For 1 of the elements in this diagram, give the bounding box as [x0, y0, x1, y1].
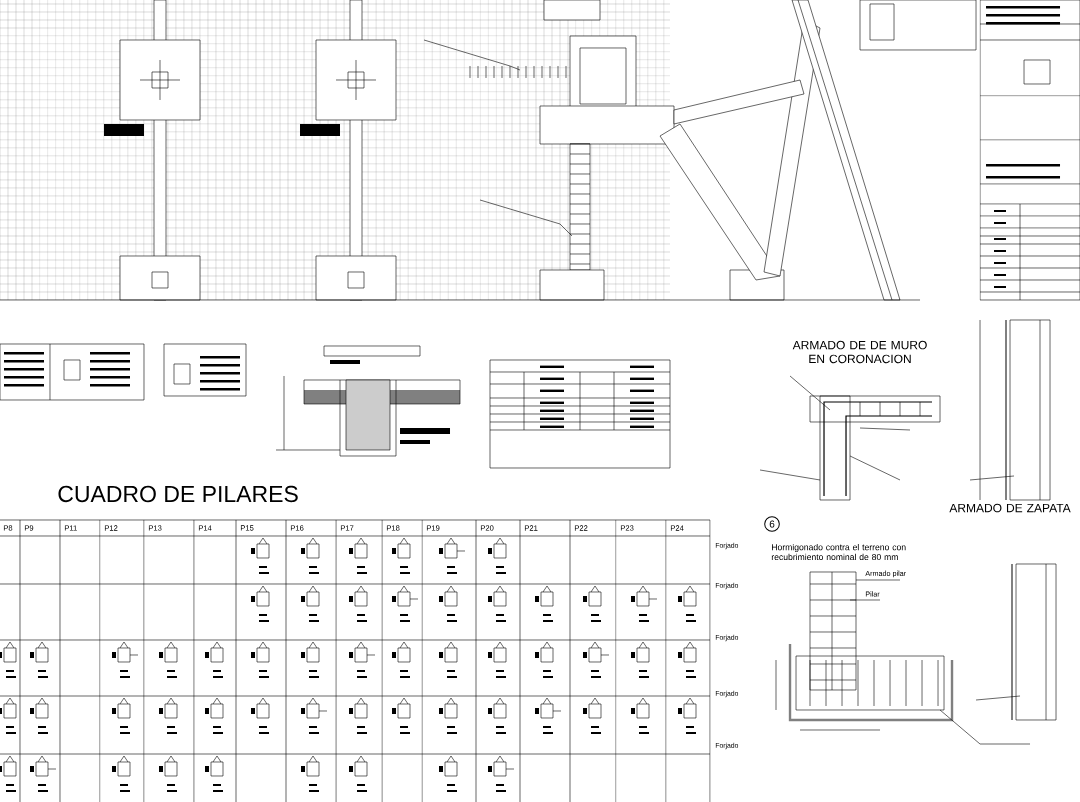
- table-title: CUADRO DE PILARES: [58, 485, 298, 503]
